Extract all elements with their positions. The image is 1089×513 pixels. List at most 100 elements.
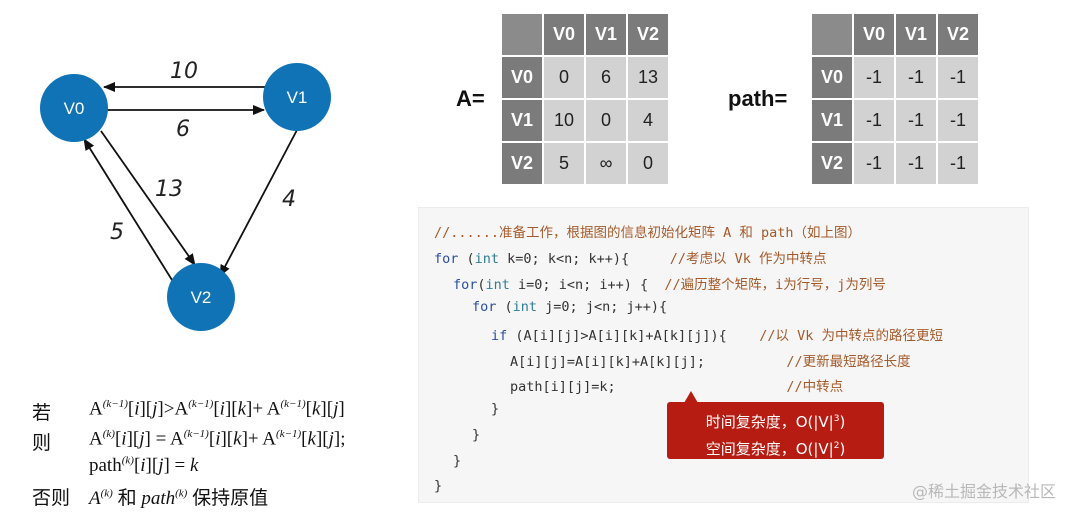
matrix-a-cell: 13: [626, 55, 670, 100]
matrix-path-row: V0 -1 -1 -1: [810, 55, 980, 100]
formula-row-2: 则 A(k)[i][j] = A(k−1)[i][k]+ A(k−1)[k][j…: [32, 428, 345, 455]
complexity-callout: 时间复杂度，O(|V|3) 空间复杂度，O(|V|2): [667, 402, 884, 459]
matrix-path-label: path=: [728, 86, 788, 111]
code-keyword: for: [472, 299, 497, 315]
matrix-path-corner: [810, 12, 854, 57]
time-complexity-text: 时间复杂度，O(|V|: [705, 413, 834, 431]
matrix-a-row: V1 10 0 4: [500, 98, 670, 143]
matrix-a-row: V0 0 6 13: [500, 55, 670, 100]
formula-row-1: 若 A(k−1)[i][j]>A(k−1)[i][k]+ A(k−1)[k][j…: [32, 398, 345, 425]
matrix-a-cell: 0: [626, 141, 670, 186]
code-keyword: for: [453, 277, 478, 293]
node-v2-label: V2: [191, 288, 212, 307]
node-v2: V2: [167, 263, 235, 331]
code-line-8: }: [491, 401, 500, 417]
matrix-a-cell: 6: [584, 55, 628, 100]
code-text: (: [458, 251, 475, 267]
matrix-path-cell: -1: [852, 98, 896, 143]
code-line-3: for(int i=0; i<n; i++) { //遍历整个矩阵，i为行号，j…: [453, 273, 886, 293]
code-keyword: for: [434, 251, 459, 267]
node-v1: V1: [263, 63, 331, 131]
code-text: k=0; k<n; k++){: [499, 251, 670, 267]
matrix-a-col-header: V2: [626, 12, 670, 57]
code-text: path[i][j]=k;: [510, 379, 787, 395]
edge-label-13: 13: [155, 177, 183, 202]
matrix-path-col-header: V2: [936, 12, 980, 57]
matrix-path-cell: -1: [852, 55, 896, 100]
matrix-a-label: A=: [456, 86, 485, 111]
formula-update-path: path(k)[i][j] = k: [89, 455, 199, 477]
code-line-1: //......准备工作，根据图的信息初始化矩阵 A 和 path（如上图）: [434, 225, 862, 241]
code-text: (: [477, 277, 486, 293]
node-v0: V0: [40, 74, 108, 142]
code-comment: //更新最短路径长度: [786, 354, 911, 370]
formula-row-4: 否则 A(k) 和 path(k) 保持原值: [32, 483, 268, 510]
matrix-a: V0 V1 V2 V0 0 6 13 V1 10 0 4 V2 5 ∞ 0: [500, 12, 670, 186]
formula-else-label: 否则: [32, 488, 71, 509]
code-text: A[i][j]=A[i][k]+A[k][j];: [510, 354, 787, 370]
matrix-path-header-row: V0 V1 V2: [810, 12, 980, 57]
matrix-path-row-header: V1: [810, 98, 854, 143]
space-complexity: 空间复杂度，O(|V|2): [667, 434, 884, 461]
matrix-path-cell: -1: [936, 141, 980, 186]
space-complexity-exponent: 2: [833, 441, 840, 451]
code-type: int: [512, 299, 538, 315]
edge-label-10: 10: [170, 59, 198, 84]
matrix-path-cell: -1: [894, 141, 938, 186]
callout-pointer: [684, 391, 698, 403]
code-text: (: [496, 299, 513, 315]
edge-label-6: 6: [176, 117, 190, 142]
code-line-4: for (int j=0; j<n; j++){: [472, 299, 667, 315]
code-line-2: for (int k=0; k<n; k++){ //考虑以 Vk 作为中转点: [434, 247, 827, 267]
watermark: @稀土掘金技术社区: [912, 482, 1057, 501]
code-line-7: path[i][j]=k; //中转点: [510, 375, 843, 395]
matrix-path-row: V2 -1 -1 -1: [810, 141, 980, 186]
code-comment: //遍历整个矩阵，i为行号，j为列号: [664, 277, 886, 293]
matrix-path-row: V1 -1 -1 -1: [810, 98, 980, 143]
formula-condition: A(k−1)[i][j]>A(k−1)[i][k]+ A(k−1)[k][j]: [89, 398, 345, 420]
node-v0-label: V0: [64, 99, 85, 118]
matrix-a-col-header: V1: [584, 12, 628, 57]
formula-else-body: A(k) 和 path(k) 保持原值: [89, 487, 269, 509]
code-keyword: if: [491, 328, 508, 344]
matrix-a-col-header: V0: [542, 12, 586, 57]
matrix-path-row-header: V0: [810, 55, 854, 100]
space-complexity-text: 空间复杂度，O(|V|: [705, 440, 834, 458]
matrix-a-cell: 5: [542, 141, 586, 186]
matrix-a-cell: 0: [542, 55, 586, 100]
matrix-a-row-header: V2: [500, 141, 544, 186]
matrix-a-corner: [500, 12, 544, 57]
matrix-a-cell: 10: [542, 98, 586, 143]
formula-then-label: 则: [32, 433, 52, 454]
matrix-a-row-header: V0: [500, 55, 544, 100]
code-type: int: [485, 277, 510, 293]
matrix-path-col-header: V1: [894, 12, 938, 57]
matrix-path-col-header: V0: [852, 12, 896, 57]
code-comment: //考虑以 Vk 作为中转点: [669, 251, 827, 267]
edge-label-5: 5: [110, 220, 124, 245]
matrix-path-cell: -1: [852, 141, 896, 186]
edge-v0-v2: [100, 130, 196, 266]
matrix-path-cell: -1: [936, 55, 980, 100]
matrix-a-row: V2 5 ∞ 0: [500, 141, 670, 186]
code-line-9: }: [472, 427, 481, 443]
time-complexity-exponent: 3: [833, 414, 840, 424]
matrix-a-cell: 0: [584, 98, 628, 143]
graph-diagram: 10 6 13 4 5 V0 V1 V2: [40, 59, 331, 331]
formula-row-3: path(k)[i][j] = k: [89, 455, 198, 477]
edge-v1-v2: [219, 129, 298, 277]
edge-label-4: 4: [282, 187, 296, 212]
time-complexity: 时间复杂度，O(|V|3): [667, 407, 884, 434]
matrix-a-cell: ∞: [584, 141, 628, 186]
matrix-path-cell: -1: [894, 98, 938, 143]
formula-and-word: 和: [117, 488, 137, 509]
time-complexity-suffix: ): [839, 413, 846, 431]
code-comment: //中转点: [786, 379, 844, 395]
code-type: int: [474, 251, 500, 267]
code-line-5: if (A[i][j]>A[i][k]+A[k][j]){ //以 Vk 为中转…: [491, 324, 943, 344]
formula-if-label: 若: [32, 403, 52, 424]
matrix-path: V0 V1 V2 V0 -1 -1 -1 V1 -1 -1 -1 V2 -1 -…: [810, 12, 980, 186]
matrix-path-cell: -1: [936, 98, 980, 143]
code-text: (A[i][j]>A[i][k]+A[k][j]){: [507, 328, 760, 344]
edge-v2-v0: [83, 138, 173, 281]
